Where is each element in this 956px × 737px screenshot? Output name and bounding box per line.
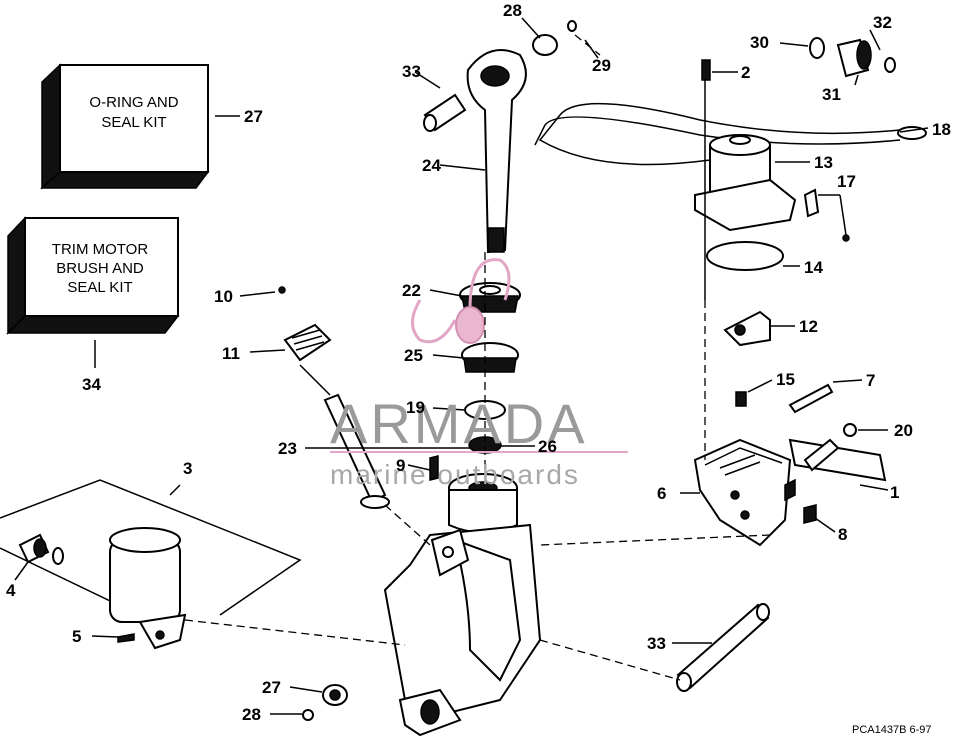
kit-34-line-1: TRIM MOTOR — [52, 241, 149, 258]
main-bracket — [383, 455, 542, 737]
bottom-bushing — [302, 684, 348, 721]
dashed-assembly-lines — [184, 34, 771, 681]
callout-14: 14 — [804, 258, 823, 277]
kit-34-line-3: SEAL KIT — [67, 279, 132, 296]
callout-28-top: 29 — [592, 56, 611, 75]
reservoir-group — [0, 479, 302, 650]
drawing-number: PCA1437B 6-97 — [852, 724, 932, 736]
callout-33: 33 — [647, 634, 666, 653]
watermark-brand: ARMADA — [330, 392, 588, 455]
callout-4: 4 — [6, 581, 16, 600]
trim-rod-group — [423, 20, 577, 254]
callout-1: 1 — [890, 483, 899, 502]
kit-34-line-2: BRUSH AND — [56, 260, 144, 277]
callout-32: 33 — [402, 62, 421, 81]
callout-3: 3 — [183, 459, 192, 478]
callout-9: 9 — [396, 456, 405, 475]
callout-13: 13 — [814, 153, 833, 172]
callout-30: 31 — [822, 85, 841, 104]
callout-23: 24 — [422, 156, 441, 175]
callout-5: 5 — [72, 627, 81, 646]
callout-26: 27 — [244, 107, 263, 126]
callout-15: 15 — [776, 370, 795, 389]
kit-box-trim-motor-brush: TRIM MOTOR BRUSH AND SEAL KIT — [6, 216, 180, 335]
callout-2: 2 — [741, 63, 750, 82]
callout-27-bottom: 27 — [262, 678, 281, 697]
kit-26-line-2: SEAL KIT — [101, 114, 166, 131]
leader-lines — [14, 17, 929, 715]
callout-8: 8 — [838, 525, 847, 544]
callout-10: 10 — [214, 287, 233, 306]
callout-31: 32 — [873, 13, 892, 32]
callout-28-bottom: 28 — [242, 705, 261, 724]
callout-11: 11 — [222, 344, 240, 363]
callout-20: 20 — [894, 421, 913, 440]
pivot-pin-33 — [676, 603, 770, 692]
callout-29: 30 — [750, 33, 769, 52]
callout-34: 34 — [82, 375, 101, 394]
callout-19: 17 — [837, 172, 856, 191]
kit-26-line-1: O-RING AND — [89, 94, 178, 111]
callout-7: 7 — [866, 371, 875, 390]
callout-22: 23 — [278, 439, 297, 458]
callout-18: 19 — [406, 398, 425, 417]
watermark-swirl — [411, 258, 511, 344]
callout-17: 18 — [932, 120, 951, 139]
callout-24: 25 — [404, 346, 423, 365]
pump-group — [693, 310, 887, 547]
watermark-tagline: marine outboards — [330, 459, 580, 490]
callout-6: 6 — [657, 484, 666, 503]
watermark: ARMADA marine outboards — [330, 392, 628, 490]
kit-box-oring-seal: O-RING AND SEAL KIT — [40, 63, 210, 190]
callout-21: 22 — [402, 281, 421, 300]
callout-25: 26 — [538, 437, 557, 456]
callout-27-top: 28 — [503, 1, 522, 20]
callout-labels: 27 34 3 4 5 33 24 28 29 10 11 22 25 19 2… — [6, 1, 951, 724]
callout-12: 12 — [799, 317, 818, 336]
trim-motor-group — [534, 37, 927, 300]
